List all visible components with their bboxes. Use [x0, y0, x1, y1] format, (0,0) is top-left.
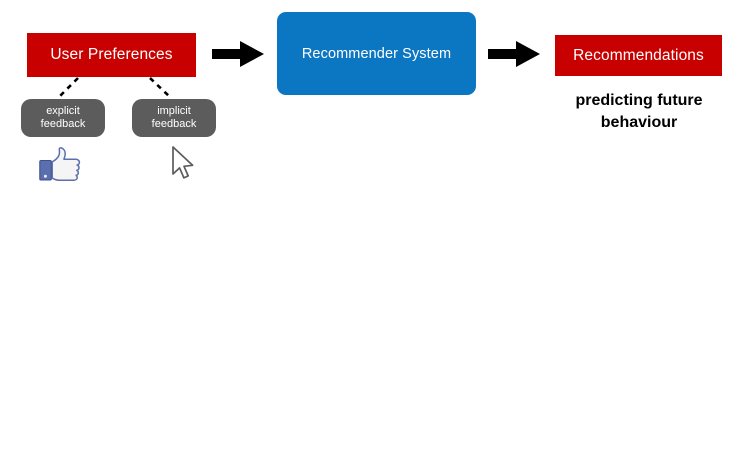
arrow-recommender-to-recommendations [488, 41, 540, 67]
caption-predicting-future-behaviour: predicting future behaviour [548, 90, 730, 134]
dashed-connector-explicit [57, 77, 79, 99]
node-user-preferences[interactable]: User Preferences [27, 33, 196, 77]
chip-explicit-feedback-line2: feedback [40, 118, 86, 130]
chip-implicit-feedback-line2: feedback [151, 118, 197, 130]
caption-line-2: behaviour [600, 114, 678, 131]
mouse-cursor-icon [170, 145, 198, 183]
chip-explicit-feedback-line1: explicit [46, 104, 80, 117]
node-recommendations-label: Recommendations [573, 46, 704, 64]
chip-implicit-feedback-line1: implicit [157, 104, 191, 117]
chip-explicit-feedback[interactable]: explicit feedback [21, 99, 105, 137]
node-user-preferences-label: User Preferences [50, 46, 173, 63]
arrow-user-preferences-to-recommender [212, 41, 264, 67]
node-recommender-system[interactable]: Recommender System [277, 12, 476, 95]
node-recommender-system-label: Recommender System [301, 45, 452, 62]
dashed-connector-implicit [149, 77, 172, 99]
chip-implicit-feedback[interactable]: implicit feedback [132, 99, 216, 137]
caption-line-1: predicting future [575, 92, 703, 109]
thumbs-up-icon [39, 147, 81, 181]
node-recommendations[interactable]: Recommendations [555, 35, 722, 76]
